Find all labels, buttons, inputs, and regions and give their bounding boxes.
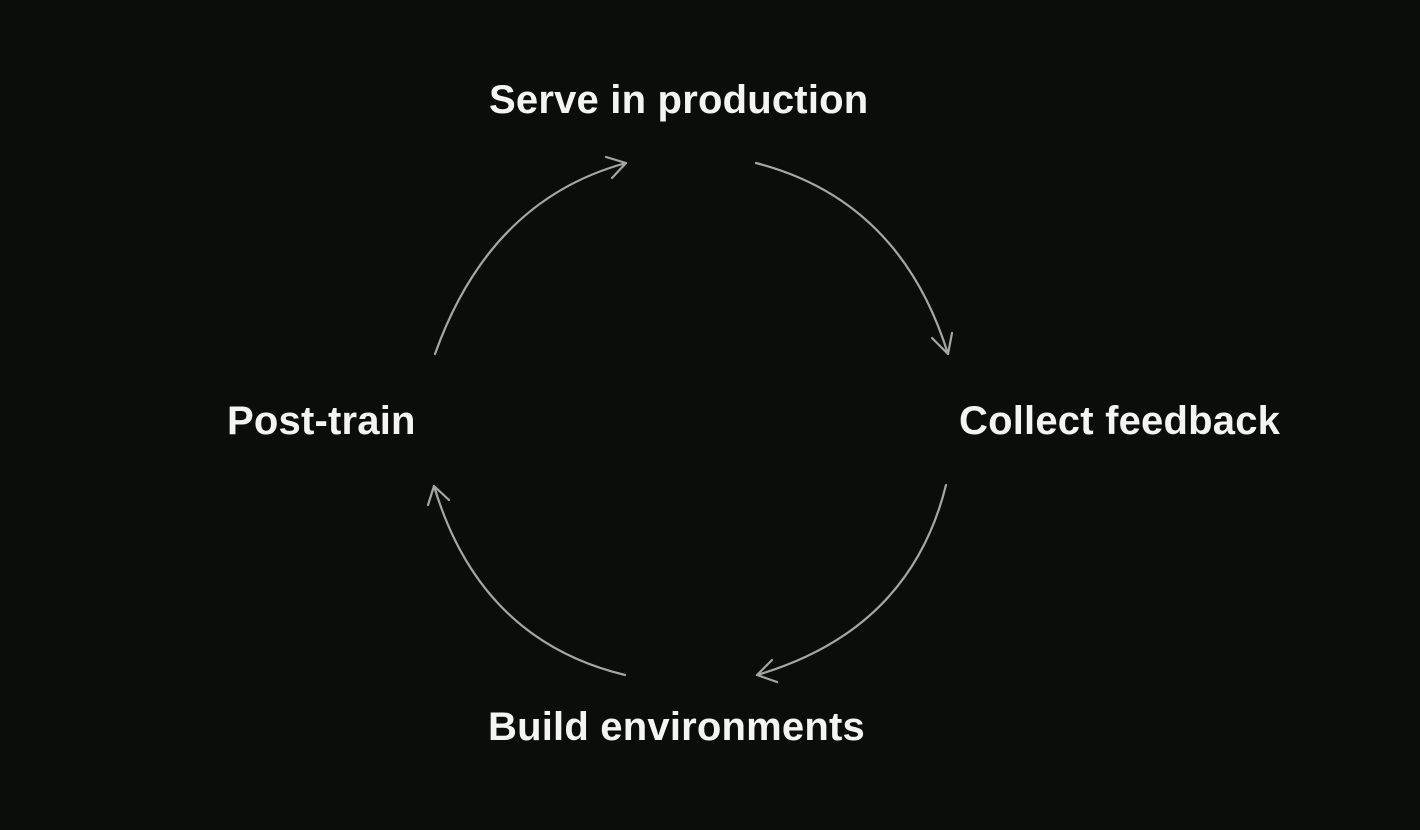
stage-serve-in-production: Serve in production	[489, 78, 869, 122]
stage-build-environments: Build environments	[488, 705, 865, 749]
arrow-collect-to-build	[755, 483, 948, 684]
arrow-build-to-post	[426, 484, 627, 677]
arrow-post-to-serve	[433, 155, 628, 356]
stage-collect-feedback: Collect feedback	[959, 399, 1281, 443]
arrow-serve-to-collect	[754, 161, 954, 356]
stage-post-train: Post-train	[227, 399, 416, 443]
